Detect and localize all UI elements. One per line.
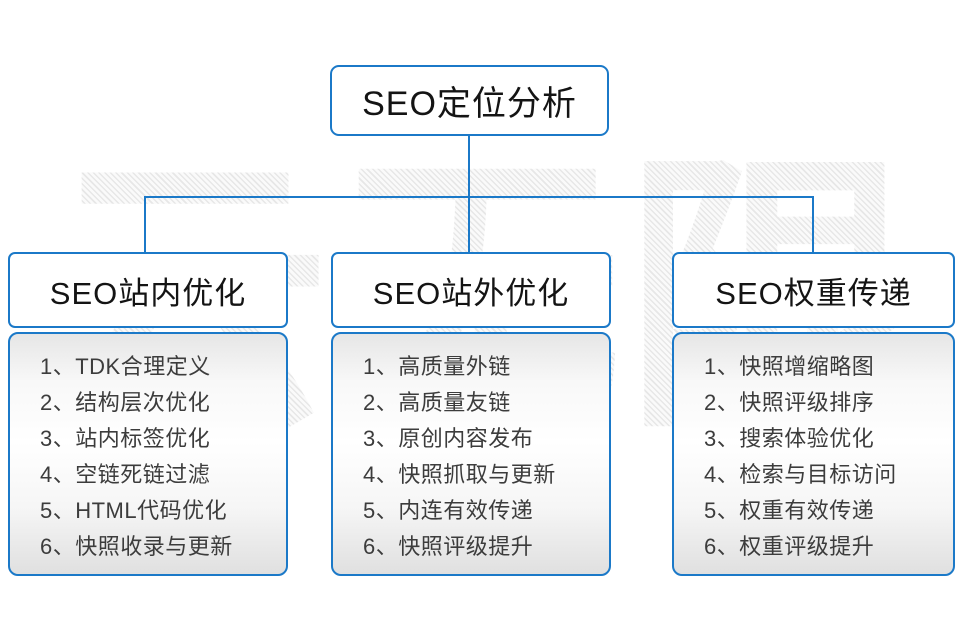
list-item: 6、权重评级提升 [704, 534, 875, 559]
list-item: 1、TDK合理定义 [40, 354, 211, 379]
column-body-onsite: 1、TDK合理定义 2、结构层次优化 3、站内标签优化 4、空链死链过滤 5、H… [8, 332, 288, 576]
connector-horizontal [144, 196, 814, 198]
list-item: 1、高质量外链 [363, 354, 511, 379]
list-item: 3、搜索体验优化 [704, 426, 875, 451]
list-item: 5、权重有效传递 [704, 498, 875, 523]
root-node-title: SEO定位分析 [362, 85, 577, 123]
list-item: 4、检索与目标访问 [704, 462, 897, 487]
list-item: 3、原创内容发布 [363, 426, 534, 451]
connector-root-down [468, 135, 470, 197]
list-item: 6、快照评级提升 [363, 534, 534, 559]
list-item: 2、结构层次优化 [40, 390, 211, 415]
connector-drop-offsite [468, 196, 470, 253]
column-header-offsite: SEO站外优化 [331, 252, 611, 328]
column-body-offsite: 1、高质量外链 2、高质量友链 3、原创内容发布 4、快照抓取与更新 5、内连有… [331, 332, 611, 576]
list-item: 3、站内标签优化 [40, 426, 211, 451]
root-node: SEO定位分析 [330, 65, 609, 136]
list-item: 2、高质量友链 [363, 390, 511, 415]
list-item: 5、内连有效传递 [363, 498, 534, 523]
column-header-onsite-title: SEO站内优化 [49, 275, 247, 311]
column-body-weight: 1、快照增缩略图 2、快照评级排序 3、搜索体验优化 4、检索与目标访问 5、权… [672, 332, 955, 576]
list-item: 6、快照收录与更新 [40, 534, 233, 559]
column-header-offsite-title: SEO站外优化 [372, 275, 570, 311]
list-item: 4、空链死链过滤 [40, 462, 211, 487]
column-header-weight: SEO权重传递 [672, 252, 955, 328]
list-item: 2、快照评级排序 [704, 390, 875, 415]
list-item: 4、快照抓取与更新 [363, 462, 556, 487]
connector-drop-weight [812, 196, 814, 253]
list-item: 5、HTML代码优化 [40, 498, 228, 523]
list-item: 1、快照增缩略图 [704, 354, 875, 379]
column-header-onsite: SEO站内优化 [8, 252, 288, 328]
column-header-weight-title: SEO权重传递 [715, 275, 912, 311]
connector-drop-onsite [144, 196, 146, 253]
